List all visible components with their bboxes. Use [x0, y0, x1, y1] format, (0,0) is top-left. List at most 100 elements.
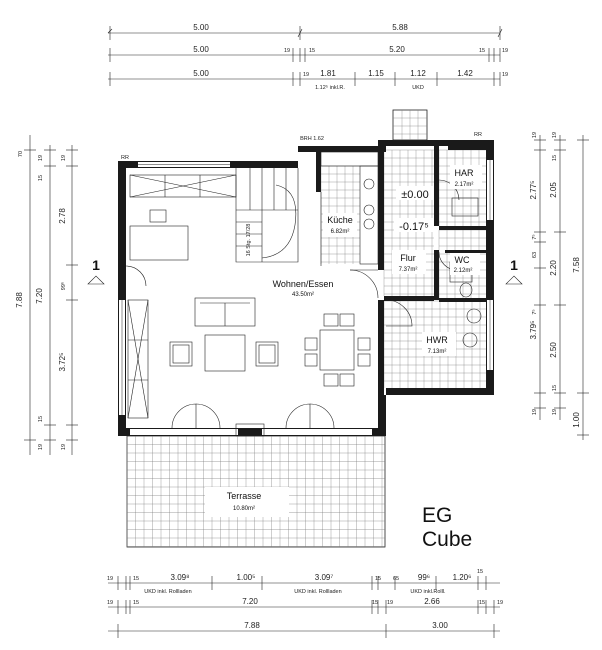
bottom-dim-note-2: UKD inkl.Rolll. — [410, 589, 446, 595]
left-dim-inner-4: 19 — [61, 444, 67, 450]
top-dimension-chain: 5.00 5.88 5.00 19 15 5.20 15 19 5.00 19 … — [107, 23, 508, 91]
left-dim-outer-0: 70 — [18, 151, 24, 157]
bottom-dim-row3-1: 3.00 — [432, 621, 448, 630]
bottom-dim-row1-1: 15 — [133, 576, 139, 582]
stair-annotation: 16 Stg. 17/28 — [246, 224, 252, 257]
right-dim-middle-5: 15 — [552, 385, 558, 391]
section-arrow-left-icon — [87, 275, 105, 285]
left-dim-middle-0: 19 — [38, 155, 44, 161]
bottom-dim-row1-9: 15 — [477, 569, 483, 575]
room-name-flur: Flur — [400, 253, 416, 263]
right-dim-outer-1: 1.00 — [572, 412, 581, 428]
right-dim-inner-6: 19 — [532, 409, 538, 415]
room-area-wohnen: 43.50m² — [292, 292, 314, 298]
left-dim-inner-1: 2.78 — [58, 208, 67, 224]
title-name: Cube — [422, 528, 472, 551]
left-dim-inner-0: 19 — [61, 155, 67, 161]
section-mark-right: 1 — [505, 257, 523, 285]
room-name-hwr: HWR — [426, 335, 448, 345]
title-level: EG — [422, 504, 452, 527]
doors — [125, 179, 460, 437]
top-dim-row2-3: 5.20 — [389, 45, 405, 54]
bay-window: BRH 1.62 — [300, 109, 428, 142]
right-dimension-chain: 19 2.77⁵ 7⁵ 63 3.79⁵ 7⁵ 19 19 15 2.05 2.… — [529, 132, 589, 440]
right-dim-inner-1: 2.77⁵ — [529, 181, 538, 200]
bottom-dim-row1-4: 3.09⁷ — [315, 573, 334, 582]
rr-label-left: RR — [121, 155, 129, 161]
room-name-wc: WC — [455, 255, 470, 265]
left-dim-middle-2: 7.20 — [35, 288, 44, 304]
bottom-dimension-chain: 19 15 3.09⁸ 1.00⁵ 3.09⁷ 15 65 99⁶ 1.20⁶ … — [107, 569, 503, 638]
top-dim-row2-0: 5.00 — [193, 45, 209, 54]
bottom-dim-note-0: UKD inkl. Rollladen — [144, 589, 191, 595]
top-dim-note-1: UKD — [412, 85, 424, 91]
section-arrow-right-icon — [505, 275, 523, 285]
room-name-wohnen: Wohnen/Essen — [273, 279, 334, 289]
room-name-har: HAR — [454, 168, 474, 178]
right-dim-inner-0: 19 — [532, 132, 538, 138]
bottom-dim-row2-1: 15 — [133, 600, 139, 606]
right-dim-middle-3: 2.20 — [549, 260, 558, 276]
right-dim-middle-4: 2.50 — [549, 342, 558, 358]
bottom-dim-row1-0: 19 — [107, 576, 113, 582]
left-dim-inner-3: 3.72⁵ — [58, 353, 67, 372]
right-dim-inner-4: 3.79⁵ — [529, 321, 538, 340]
left-dim-outer-1: 7.88 — [15, 292, 24, 308]
room-area-flur: 7.37m² — [399, 267, 418, 273]
room-name-terrasse: Terrasse — [227, 491, 262, 501]
bottom-dim-row2-0: 19 — [107, 600, 113, 606]
bottom-dim-row2-7: 19 — [497, 600, 503, 606]
bottom-dim-row1-3: 1.00⁵ — [237, 573, 256, 582]
room-name-kueche: Küche — [327, 215, 353, 225]
right-dim-inner-5: 7⁵ — [531, 309, 538, 314]
top-dim-row3-3: 1.15 — [368, 69, 384, 78]
top-dim-row3-6: 19 — [502, 72, 508, 78]
level-entry: ±0.00 — [401, 189, 428, 201]
plan-title: EG Cube — [422, 504, 472, 551]
bottom-dim-row2-6: 15 — [479, 600, 485, 606]
bottom-dim-row1-5: 15 — [375, 576, 381, 582]
terrace: Terrasse 10.80m² — [126, 435, 386, 548]
bottom-dim-row1-2: 3.09⁸ — [171, 573, 190, 582]
bottom-dim-row3-0: 7.88 — [244, 621, 260, 630]
top-dim-row2-2: 15 — [309, 48, 315, 54]
top-dim-row2-4: 15 — [479, 48, 485, 54]
left-dim-middle-3: 15 — [38, 416, 44, 422]
top-dim-row3-4: 1.12 — [410, 69, 426, 78]
room-area-hwr: 7.13m² — [428, 349, 447, 355]
top-dim-row2-5: 19 — [502, 48, 508, 54]
bottom-dim-row2-3: 15 — [372, 600, 378, 606]
left-dim-inner-2: 99⁶ — [60, 282, 67, 290]
left-dim-middle-4: 19 — [38, 444, 44, 450]
bottom-dim-row2-5: 2.66 — [424, 597, 440, 606]
top-dim-row3-2: 1.81 — [320, 69, 336, 78]
top-dim-row1-1: 5.88 — [392, 23, 408, 32]
top-dim-row2-1: 19 — [284, 48, 290, 54]
section-label-left: 1 — [92, 257, 100, 273]
left-dim-middle-1: 15 — [38, 175, 44, 181]
bottom-dim-row1-6: 65 — [393, 576, 399, 582]
right-dim-middle-6: 19 — [552, 409, 558, 415]
right-dim-outer-0: 7.58 — [572, 257, 581, 273]
right-dim-middle-2: 2.05 — [549, 182, 558, 198]
bottom-dim-row2-4: 19 — [387, 600, 393, 606]
right-dim-middle-1: 15 — [552, 155, 558, 161]
bottom-dim-row1-8: 1.20⁶ — [453, 573, 472, 582]
top-dim-row3-0: 5.00 — [193, 69, 209, 78]
right-dim-middle-0: 19 — [552, 132, 558, 138]
furniture — [127, 151, 482, 419]
top-dim-row1-0: 5.00 — [193, 23, 209, 32]
room-area-har: 2.17m² — [455, 182, 474, 188]
window-brh-label: BRH 1.62 — [300, 136, 324, 142]
bottom-dim-row2-2: 7.20 — [242, 597, 258, 606]
top-dim-row3-1: 19 — [303, 72, 309, 78]
bottom-dim-row1-7: 99⁶ — [418, 573, 430, 582]
walls — [118, 140, 494, 436]
room-area-wc: 2.12m² — [454, 268, 473, 274]
section-label-right: 1 — [510, 257, 518, 273]
top-dim-note-0: 1.12⁵ inkl.R. — [315, 84, 345, 91]
room-labels: Wohnen/Essen 43.50m² Küche 6.82m² Flur 7… — [121, 132, 482, 356]
level-lower: -0.17⁵ — [399, 221, 429, 233]
bottom-dim-note-1: UKD inkl. Rollladen — [294, 589, 341, 595]
